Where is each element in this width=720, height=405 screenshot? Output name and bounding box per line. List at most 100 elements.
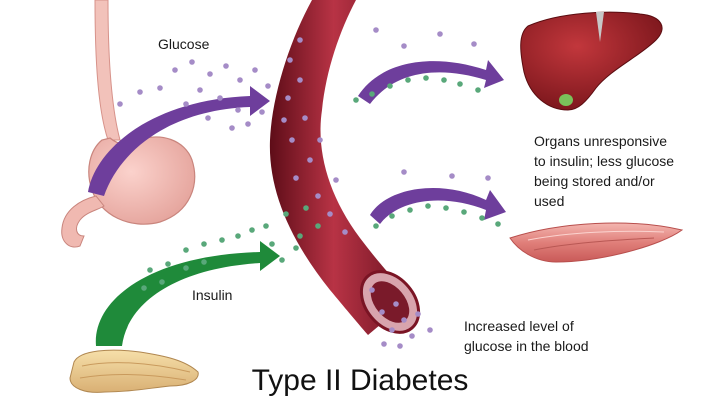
glucose-dot (265, 83, 271, 89)
glucose-dot (342, 229, 348, 235)
glucose-dot (393, 301, 399, 307)
insulin-dot (159, 279, 165, 285)
glucose-dot (485, 175, 491, 181)
insulin-dot (475, 87, 481, 93)
organs-label-line-1: Organs unresponsive (534, 133, 668, 149)
glucose-arrow-stomach (88, 86, 270, 196)
insulin-dot (283, 211, 289, 217)
insulin-dot (423, 75, 429, 81)
glucose-dot (297, 37, 303, 43)
glucose-dot (293, 175, 299, 181)
organs-label-line-2: to insulin; less glucose (534, 153, 675, 169)
insulin-dot (201, 259, 207, 265)
insulin-dot (165, 261, 171, 267)
glucose-arrow-muscle (370, 187, 506, 224)
molecule-dots (117, 27, 501, 349)
organs-label-line-4: used (534, 193, 565, 209)
glucose-dot (189, 59, 195, 65)
blood-vessel-illustration (269, 0, 421, 335)
glucose-dot (223, 63, 229, 69)
increased-label-line-1: Increased level of (464, 318, 574, 334)
glucose-dot (449, 173, 455, 179)
insulin-dot (235, 233, 241, 239)
glucose-dot (302, 115, 308, 121)
insulin-dot (147, 267, 153, 273)
organs-unresponsive-label: Organs unresponsive to insulin; less glu… (534, 131, 714, 211)
glucose-dot (409, 333, 415, 339)
insulin-dot (297, 233, 303, 239)
glucose-dot (287, 57, 293, 63)
insulin-dot (387, 83, 393, 89)
insulin-dot (279, 257, 285, 263)
glucose-dot (401, 169, 407, 175)
glucose-dot (117, 101, 123, 107)
insulin-dot (353, 97, 359, 103)
insulin-dot (303, 205, 309, 211)
insulin-dot (443, 205, 449, 211)
insulin-dot (425, 203, 431, 209)
glucose-dot (471, 41, 477, 47)
glucose-dot (415, 311, 421, 317)
glucose-dot (437, 31, 443, 37)
insulin-dot (405, 77, 411, 83)
glucose-dot (229, 125, 235, 131)
insulin-dot (373, 223, 379, 229)
glucose-dot (217, 95, 223, 101)
glucose-dot (289, 137, 295, 143)
glucose-label: Glucose (158, 36, 210, 52)
glucose-dot (137, 89, 143, 95)
insulin-dot (249, 227, 255, 233)
muscle-illustration (509, 222, 684, 263)
insulin-dot (183, 247, 189, 253)
glucose-dot (297, 77, 303, 83)
insulin-dot (479, 215, 485, 221)
glucose-dot (197, 87, 203, 93)
glucose-dot (401, 317, 407, 323)
insulin-dot (141, 285, 147, 291)
insulin-dot (293, 245, 299, 251)
glucose-dot (373, 27, 379, 33)
insulin-arrow-pancreas (95, 241, 280, 346)
increased-glucose-label: Increased level of glucose in the blood (464, 316, 589, 356)
glucose-dot (315, 193, 321, 199)
liver-illustration (520, 11, 663, 111)
insulin-dot (495, 221, 501, 227)
glucose-dot (259, 109, 265, 115)
insulin-dot (407, 207, 413, 213)
glucose-dot (427, 327, 433, 333)
pancreas-illustration (69, 349, 199, 393)
glucose-dot (317, 137, 323, 143)
glucose-dot (157, 85, 163, 91)
organs-label-line-3: being stored and/or (534, 173, 655, 189)
glucose-dot (183, 101, 189, 107)
glucose-dot (245, 121, 251, 127)
glucose-dot (281, 117, 287, 123)
glucose-dot (252, 67, 258, 73)
insulin-dot (389, 213, 395, 219)
glucose-dot (235, 107, 241, 113)
glucose-dot (401, 43, 407, 49)
glucose-dot (205, 115, 211, 121)
glucose-dot (381, 341, 387, 347)
glucose-dot (369, 287, 375, 293)
glucose-dot (379, 309, 385, 315)
insulin-dot (269, 241, 275, 247)
insulin-dot (441, 77, 447, 83)
insulin-dot (183, 265, 189, 271)
glucose-arrow-liver (358, 60, 504, 104)
glucose-dot (307, 157, 313, 163)
insulin-dot (369, 91, 375, 97)
glucose-dot (333, 177, 339, 183)
glucose-dot (237, 77, 243, 83)
glucose-dot (389, 327, 395, 333)
insulin-dot (457, 81, 463, 87)
glucose-dot (285, 95, 291, 101)
insulin-dot (461, 209, 467, 215)
insulin-dot (263, 223, 269, 229)
insulin-dot (201, 241, 207, 247)
arrows (88, 60, 506, 346)
diagram-title: Type II Diabetes (251, 364, 469, 397)
increased-label-line-2: glucose in the blood (464, 338, 589, 354)
glucose-dot (327, 211, 333, 217)
